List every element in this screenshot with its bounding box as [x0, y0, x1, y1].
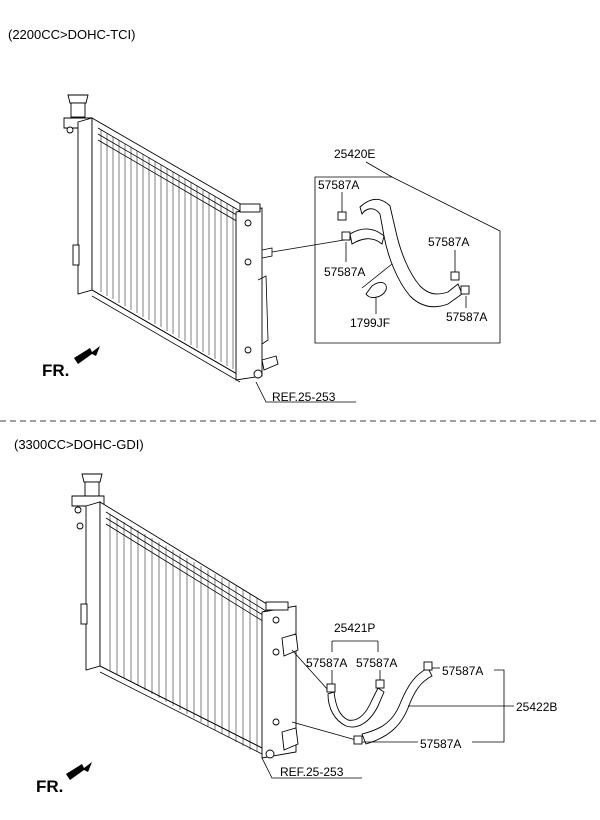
- leader-lower-hose: [291, 721, 357, 741]
- ref-leader: [261, 757, 362, 779]
- hose-label-25422b: 25422B: [516, 700, 557, 714]
- engine-label-2200: (2200CC>DOHC-TCI): [8, 27, 136, 42]
- svg-text:FR.: FR.: [42, 361, 69, 380]
- clamp-icon: [423, 661, 433, 671]
- clamp-icon: [326, 683, 336, 693]
- part-label: 57587A: [306, 656, 347, 670]
- assembly-label-25421p: 25421P: [334, 621, 375, 635]
- clamp-icon: [353, 735, 363, 745]
- radiator-top: [63, 94, 279, 383]
- ref-leader: [255, 381, 356, 403]
- ref-label: REF.25-253: [280, 765, 344, 779]
- leader-radiator-hose: [271, 239, 345, 253]
- upper-hose-group: 25421P 57587A 57587A: [306, 621, 397, 728]
- lower-hose-group: 57587A 57587A 25422B: [353, 661, 557, 751]
- hose-assembly-box: 25420E 57587A 57587A 57587A 57587A 1799J…: [314, 147, 501, 344]
- part-label: 57587A: [318, 178, 359, 192]
- clamp-icon: [375, 679, 385, 689]
- clamp-icon: [450, 271, 460, 281]
- leader-upper-hose: [291, 649, 329, 691]
- clamp-icon: [337, 211, 347, 221]
- front-direction-arrow: FR.: [42, 346, 100, 380]
- radiator-bottom: [71, 473, 299, 759]
- part-label: 57587A: [428, 235, 469, 249]
- clamp-icon: [341, 231, 351, 241]
- part-label: 57587A: [356, 656, 397, 670]
- part-label: 57587A: [324, 265, 365, 279]
- part-label: 57587A: [446, 310, 487, 324]
- engine-label-3300: (3300CC>DOHC-GDI): [14, 437, 144, 452]
- svg-text:FR.: FR.: [36, 777, 63, 796]
- clamp-icon: [460, 285, 470, 295]
- part-label: 57587A: [420, 737, 461, 751]
- assembly-label-25420e: 25420E: [334, 147, 375, 161]
- part-label: 57587A: [442, 664, 483, 678]
- part-label: 1799JF: [350, 316, 390, 330]
- front-direction-arrow: FR.: [36, 762, 92, 796]
- ref-label: REF.25-253: [272, 390, 336, 404]
